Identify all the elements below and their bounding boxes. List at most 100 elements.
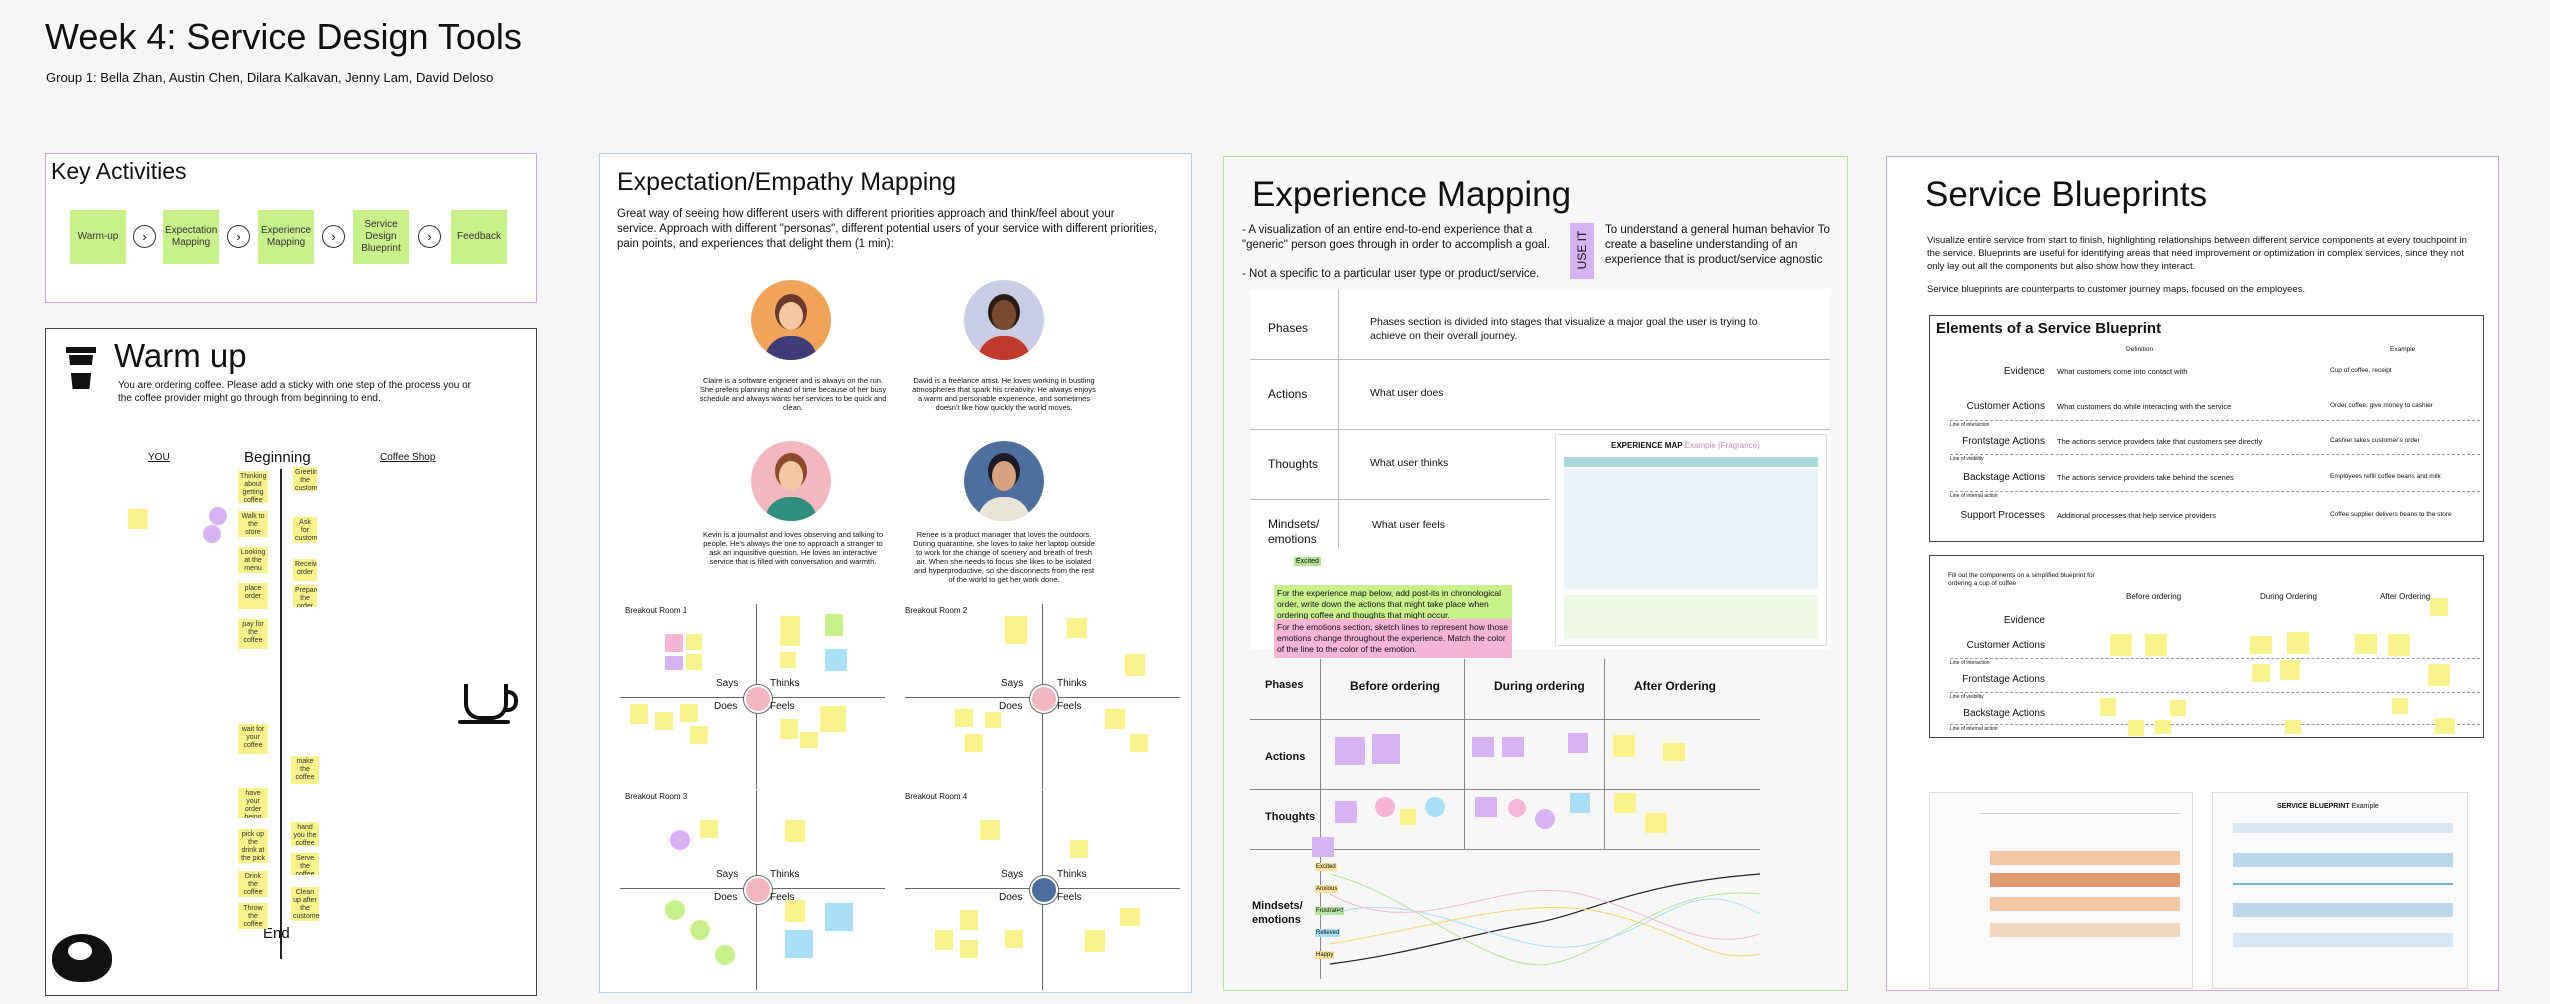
sticky-note[interactable] <box>2388 634 2410 656</box>
sticky-note[interactable] <box>1400 809 1416 825</box>
sticky-note[interactable] <box>785 930 813 958</box>
experience-table[interactable]: Phases Before ordering During ordering A… <box>1250 659 1760 979</box>
shop-sticky[interactable]: Clean up after the customer <box>291 887 319 921</box>
sticky-note[interactable] <box>1475 797 1497 817</box>
sticky-note[interactable] <box>690 726 708 744</box>
sticky-note[interactable] <box>665 656 683 670</box>
shop-sticky[interactable]: make the coffee <box>291 756 319 784</box>
timeline-sticky[interactable]: Looking at the menu <box>238 547 268 573</box>
sticky-note[interactable] <box>655 712 673 730</box>
sticky-note[interactable] <box>1335 737 1365 765</box>
sticky-note[interactable] <box>820 706 846 732</box>
sticky-note[interactable] <box>1105 709 1125 729</box>
breakout-room-1[interactable]: Breakout Room 1 Says Thinks Does Feels <box>620 604 885 789</box>
sticky-note[interactable] <box>2128 720 2144 736</box>
timeline-sticky[interactable]: wait for your coffee <box>238 724 268 754</box>
sticky-note[interactable] <box>665 900 685 920</box>
sticky-note[interactable] <box>965 734 983 752</box>
sticky-note[interactable] <box>780 652 796 668</box>
breakout-room-3[interactable]: Breakout Room 3 Says Thinks Does Feels <box>620 790 885 990</box>
warmup-frame[interactable]: Warm up You are ordering coffee. Please … <box>45 328 537 996</box>
sticky-note[interactable] <box>1645 813 1667 833</box>
sticky-note[interactable] <box>825 903 853 931</box>
timeline-sticky[interactable]: pick up the drink at the pick up/the ord… <box>238 829 268 863</box>
sticky-note[interactable] <box>1130 734 1148 752</box>
timeline-sticky[interactable]: Drink the coffee <box>238 871 268 897</box>
sticky-note[interactable] <box>825 649 847 671</box>
shop-sticky[interactable]: Greeting the customer <box>293 467 317 491</box>
breakout-room-4[interactable]: Breakout Room 4 Says Thinks Does Feels <box>905 790 1180 990</box>
sticky-note[interactable] <box>690 920 710 940</box>
sticky-note[interactable] <box>2435 718 2455 734</box>
sticky-note[interactable] <box>2155 720 2171 734</box>
sticky-note[interactable] <box>1570 793 1590 813</box>
shop-sticky[interactable]: Receive order <box>293 559 317 581</box>
shop-sticky[interactable]: hand you the coffee <box>291 822 319 846</box>
sticky-note[interactable] <box>665 634 683 652</box>
sticky-note[interactable] <box>1085 930 1105 952</box>
sticky-note[interactable] <box>2252 664 2270 682</box>
sticky-note[interactable] <box>1312 837 1334 857</box>
sticky-note[interactable] <box>1067 618 1087 638</box>
sticky-note[interactable] <box>785 900 805 922</box>
sticky-note[interactable] <box>1335 801 1357 823</box>
step-warm-up[interactable]: Warm-up <box>70 210 126 264</box>
step-service-design-blueprint[interactable]: Service Design Blueprint <box>353 210 409 264</box>
you-sticky[interactable] <box>209 507 227 525</box>
sticky-note[interactable] <box>2430 598 2448 616</box>
shop-sticky[interactable]: Prepare the order <box>293 585 317 607</box>
sticky-note[interactable] <box>2145 634 2167 656</box>
sticky-note[interactable] <box>985 712 1001 728</box>
sticky-note[interactable] <box>1663 743 1685 761</box>
blueprint-fill-out[interactable]: Fill out the components on a simplified … <box>1929 555 2484 738</box>
sticky-note[interactable] <box>960 940 978 958</box>
sticky-note[interactable] <box>686 654 702 670</box>
sticky-note[interactable] <box>1425 797 1445 817</box>
sticky-note[interactable] <box>715 945 735 965</box>
sticky-note[interactable] <box>670 830 690 850</box>
sticky-note[interactable] <box>980 820 1000 840</box>
key-activities-frame[interactable]: Key Activities Warm-up › Expectation Map… <box>45 153 537 303</box>
sticky-note[interactable] <box>1125 654 1145 676</box>
sticky-note[interactable] <box>2428 664 2450 686</box>
sticky-note[interactable] <box>780 616 800 646</box>
sticky-note[interactable] <box>785 820 805 842</box>
shop-sticky[interactable]: Ask for customer's preference <box>293 517 317 543</box>
sticky-note[interactable] <box>2280 660 2300 680</box>
sticky-note[interactable] <box>1502 737 1524 757</box>
expectation-frame[interactable]: Expectation/Empathy Mapping Great way of… <box>599 153 1192 993</box>
sticky-note[interactable] <box>680 704 698 722</box>
sticky-note[interactable] <box>1535 809 1555 829</box>
sticky-note[interactable] <box>2100 698 2116 716</box>
timeline-sticky[interactable]: have your order being confirmed <box>238 788 268 818</box>
sticky-note[interactable] <box>1005 616 1027 644</box>
sticky-note[interactable] <box>1005 930 1023 948</box>
sticky-note[interactable] <box>686 634 702 650</box>
sticky-note[interactable] <box>825 614 843 636</box>
sticky-note[interactable] <box>1614 793 1636 813</box>
sticky-note[interactable] <box>2287 632 2309 654</box>
sticky-note[interactable] <box>1120 908 1140 926</box>
sticky-note[interactable] <box>780 719 798 739</box>
timeline-sticky[interactable]: pay for the coffee <box>238 619 268 649</box>
step-feedback[interactable]: Feedback <box>451 210 507 264</box>
sticky-note[interactable] <box>935 930 953 950</box>
sticky-note[interactable] <box>700 820 718 838</box>
breakout-room-2[interactable]: Breakout Room 2 Says Thinks Does Feels <box>905 604 1180 789</box>
sticky-note[interactable] <box>630 704 648 724</box>
note-green[interactable]: For the experience map below, add post-i… <box>1274 585 1512 624</box>
sticky-note[interactable] <box>2355 634 2377 654</box>
sticky-note[interactable] <box>1472 737 1494 757</box>
sticky-note[interactable] <box>1508 799 1526 817</box>
sticky-note[interactable] <box>2285 720 2301 734</box>
shop-sticky[interactable]: Serve the coffee <box>291 853 319 875</box>
sticky-note[interactable] <box>1070 840 1088 858</box>
sticky-note[interactable] <box>1372 734 1400 764</box>
timeline-sticky[interactable]: place order <box>238 583 268 609</box>
sticky-note[interactable] <box>2170 700 2186 716</box>
sticky-note[interactable] <box>1568 733 1588 753</box>
timeline-sticky[interactable]: Thinking about getting coffee <box>238 471 268 503</box>
blueprint-frame[interactable]: Service Blueprints Visualize entire serv… <box>1886 156 2499 991</box>
note-pink[interactable]: For the emotions section, sketch lines t… <box>1274 619 1512 658</box>
you-sticky[interactable] <box>203 525 221 543</box>
